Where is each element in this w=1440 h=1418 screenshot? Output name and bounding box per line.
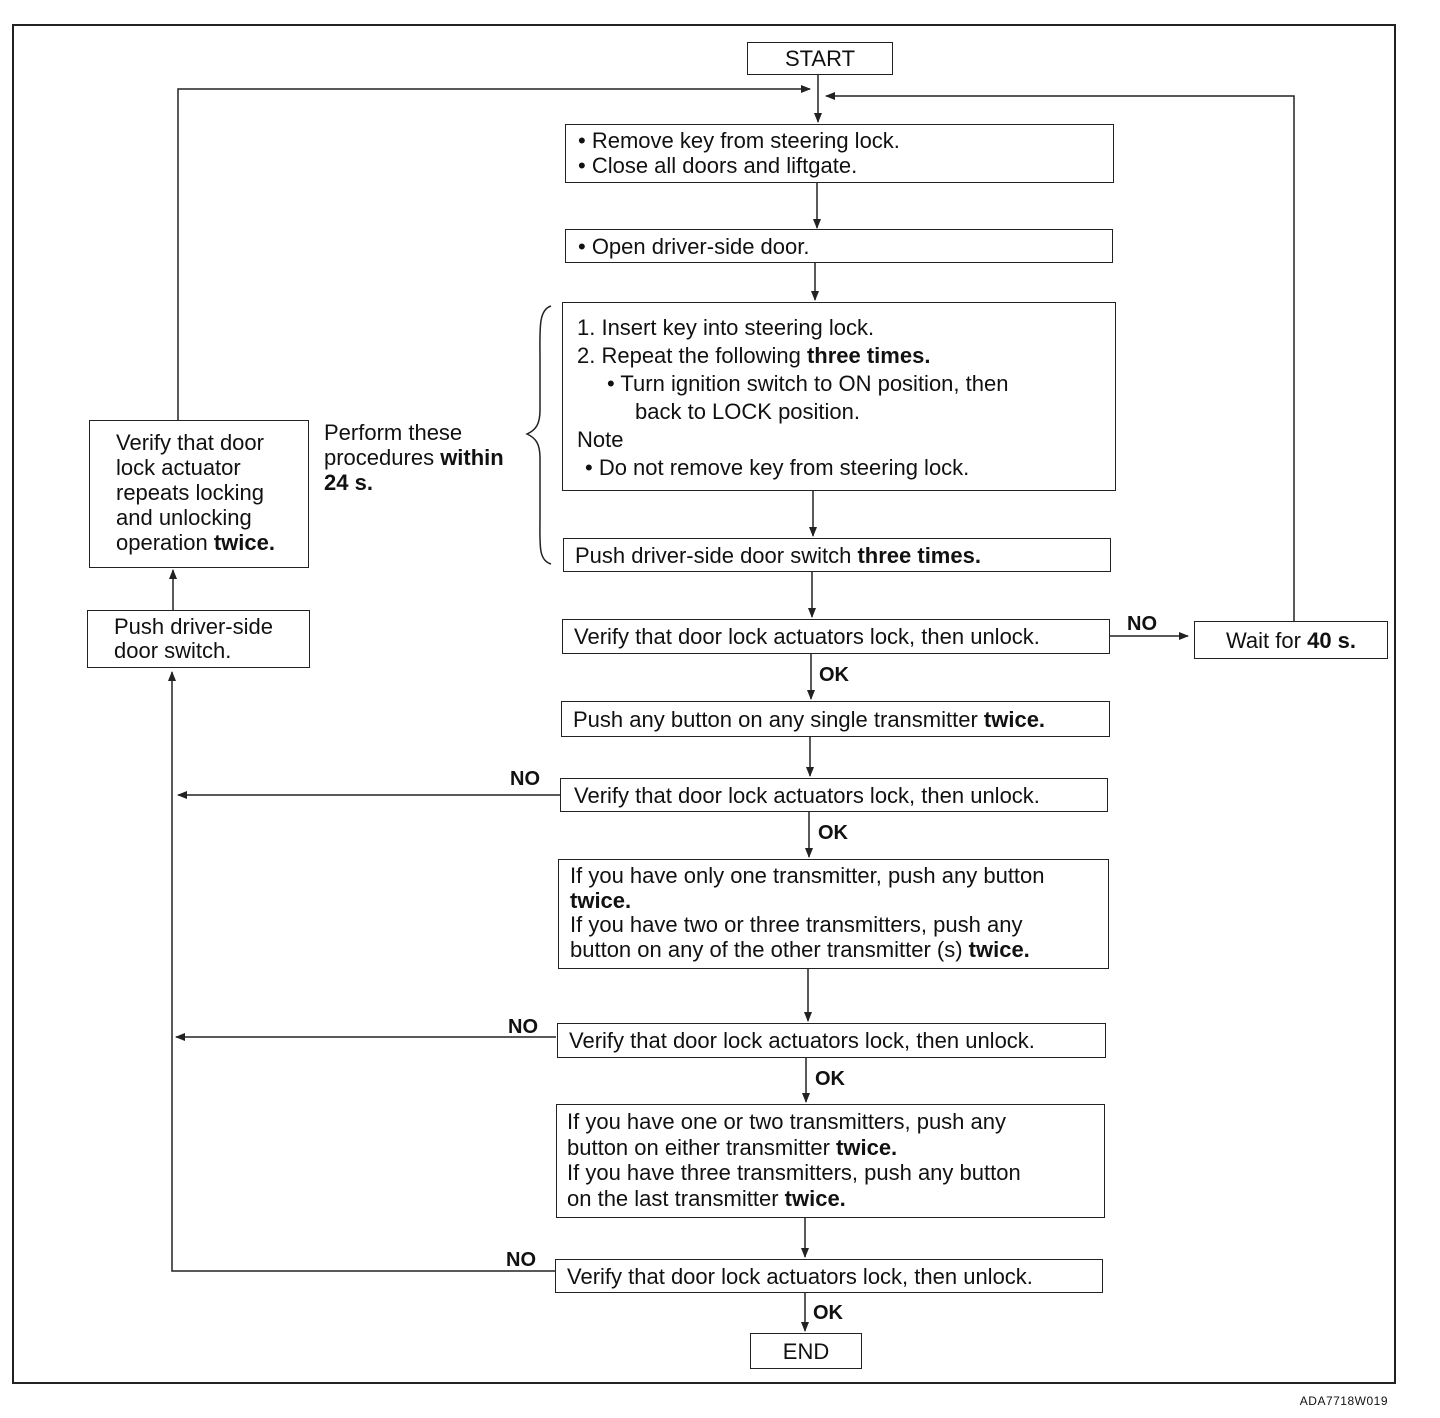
verify1-text: Verify that door lock actuators lock, th… [574,624,1040,649]
step6-line1: If you have only one transmitter, push a… [570,863,1045,888]
ok-label-2: OK [818,822,848,844]
arrow-left-verify-loop-top [177,85,811,420]
no-label-1: NO [1127,613,1157,635]
step7-line2: button on either transmitter twice. [567,1134,898,1160]
no-label-4: NO [506,1249,536,1271]
step3-item2: 2. Repeat the following three times. [577,343,931,368]
no-label-3: NO [508,1016,538,1038]
step-other-transmitter: If you have only one transmitter, push a… [558,859,1109,969]
step2-line1: • Open driver-side door. [578,233,810,259]
side-note-line1: Perform these [324,420,463,445]
step3-sub1: • Turn ignition switch to ON position, t… [607,371,1009,396]
step3-item1: 1. Insert key into steering lock. [577,315,875,340]
step6-line4: button on any of the other transmitter (… [570,936,1030,962]
verify3-text: Verify that door lock actuators lock, th… [569,1028,1035,1053]
step1-line1: • Remove key from steering lock. [578,128,900,153]
step-last-transmitter: If you have one or two transmitters, pus… [556,1104,1105,1218]
end-terminal: END [750,1333,862,1369]
step-wait: Wait for 40 s. [1194,621,1388,659]
step-push-door-switch: Push driver-side door switch three times… [563,538,1111,572]
step7-line1: If you have one or two transmitters, pus… [567,1109,1007,1134]
ok-label-4: OK [813,1302,843,1324]
start-terminal: START [747,42,893,75]
diagram-frame [12,24,1396,1384]
side-note-line2: procedures within [324,445,504,470]
verify2-text: Verify that door lock actuators lock, th… [574,782,1040,808]
left-push-line2: door switch. [114,638,232,663]
time-limit-note: Perform these procedures within 24 s. [324,420,504,495]
decision-verify-1: Verify that door lock actuators lock, th… [562,619,1110,654]
step-open-door: • Open driver-side door. [565,229,1113,263]
step-insert-key: 1. Insert key into steering lock. 2. Rep… [562,302,1116,491]
decision-verify-4: Verify that door lock actuators lock, th… [555,1259,1103,1293]
side-note-line3: 24 s. [324,470,373,495]
step3-sub2: back to LOCK position. [635,399,861,424]
ok-label-3: OK [815,1068,845,1090]
ok-label-1: OK [819,664,849,686]
step-verify-repeat: Verify that door lock actuator repeats l… [89,420,309,568]
figure-code: ADA7718W019 [1299,1394,1388,1408]
left-verify-line3: repeats locking [116,480,264,505]
left-verify-line4: and unlocking [116,505,252,530]
left-push-line1: Push driver-side [114,614,273,639]
end-label: END [782,1338,830,1364]
step4-text: Push driver-side door switch three times… [575,542,981,568]
left-verify-line2: lock actuator [116,455,241,480]
step5-text: Push any button on any single transmitte… [573,706,1046,732]
step7-line4: on the last transmitter twice. [567,1185,846,1211]
arrow-wait-loop-back [825,92,1295,621]
brace [525,305,552,565]
verify4-text: Verify that door lock actuators lock, th… [567,1263,1033,1289]
step-push-driver-door-switch: Push driver-side door switch. [87,610,310,668]
left-verify-line5: operation twice. [116,530,275,555]
step3-note-item: • Do not remove key from steering lock. [585,455,970,480]
step3-note-title: Note [577,427,624,452]
step1-line2: • Close all doors and liftgate. [578,153,858,178]
decision-verify-3: Verify that door lock actuators lock, th… [557,1023,1106,1058]
decision-verify-2: Verify that door lock actuators lock, th… [560,778,1108,812]
no-label-2: NO [510,768,540,790]
step-remove-key: • Remove key from steering lock. • Close… [565,124,1114,183]
step6-line3: If you have two or three transmitters, p… [570,912,1023,937]
wait-text: Wait for 40 s. [1225,627,1357,653]
step6-line2: twice. [570,887,632,913]
left-verify-line1: Verify that door [116,430,264,455]
start-label: START [784,46,856,71]
step7-line3: If you have three transmitters, push any… [567,1160,1021,1185]
step-push-transmitter: Push any button on any single transmitte… [561,701,1110,737]
arrow-verify4-no-to-left-push [168,671,555,1272]
